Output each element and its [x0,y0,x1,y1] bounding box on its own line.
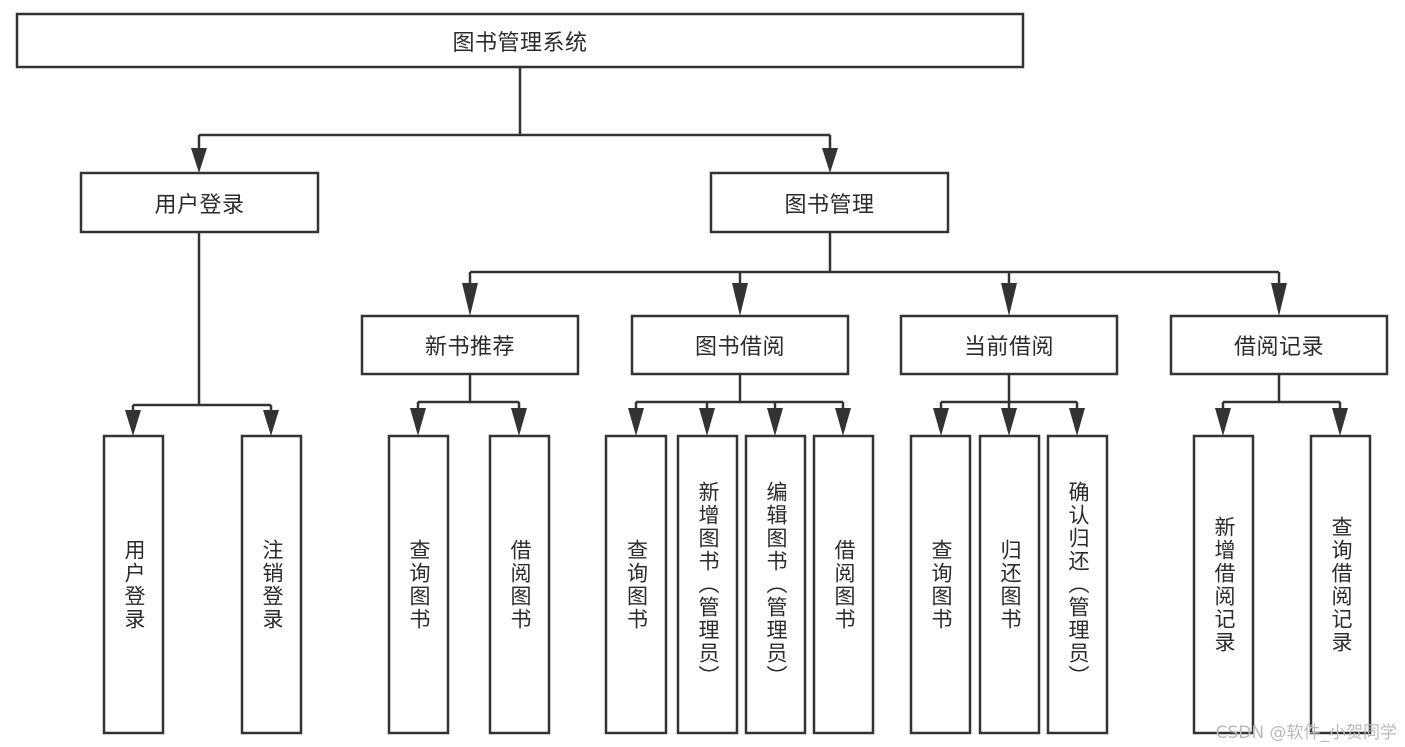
arrow-head-br-leaf-1 [1215,408,1231,436]
leaf-box-book-borrow-3[interactable] [812,434,875,735]
leaf-box-book-borrow-2[interactable] [744,434,807,735]
leaf-box-current-borrow-2[interactable] [1046,434,1109,735]
arrow-head-cb-leaf-2 [1001,408,1017,436]
arrow-head-nbr-leaf-2 [511,408,527,436]
node-box-user-login[interactable] [79,171,320,234]
csdn-watermark: CSDN @软件_小贺同学 [1215,723,1397,743]
leaf-box-current-borrow-0[interactable] [909,434,972,735]
arrow-head-bb-leaf-3 [767,408,783,436]
arrow-head-user-login [191,148,207,173]
leaf-box-book-borrow-1[interactable] [676,434,739,735]
node-box-book-borrow[interactable] [630,314,850,376]
node-box-book-management[interactable] [709,171,950,234]
arrow-head-bb-leaf-2 [699,408,715,436]
arrow-head-cb-leaf-1 [933,408,949,436]
arrow-head-book-manage [822,148,838,173]
arrow-head-current-borrow [1001,283,1017,316]
leaf-box-current-borrow-1[interactable] [978,434,1041,735]
leaf-box-user-login-1[interactable] [240,434,303,735]
arrow-head-leaf-user-login [125,410,141,436]
leaf-box-borrow-record-1[interactable] [1309,434,1372,735]
arrow-head-book-borrow [732,283,748,316]
arrow-head-new-book-recommend [462,283,478,316]
leaf-box-user-login-0[interactable] [102,434,165,735]
node-box-new-book-recommend[interactable] [360,314,580,376]
arrow-head-cb-leaf-3 [1069,408,1085,436]
node-box-current-borrow[interactable] [899,314,1119,376]
leaf-box-borrow-record-0[interactable] [1192,434,1255,735]
leaf-box-new-book-recommend-1[interactable] [488,434,551,735]
arrow-head-br-leaf-2 [1332,408,1348,436]
arrow-head-borrow-record [1271,283,1287,316]
leaf-box-book-borrow-0[interactable] [604,434,668,735]
arrow-head-leaf-logout [263,410,279,436]
leaf-box-new-book-recommend-0[interactable] [387,434,450,735]
node-box-root[interactable] [15,12,1025,69]
arrow-head-bb-leaf-1 [628,408,644,436]
arrow-head-bb-leaf-4 [835,408,851,436]
arrow-head-nbr-leaf-1 [410,408,426,436]
node-box-borrow-record[interactable] [1169,314,1389,376]
